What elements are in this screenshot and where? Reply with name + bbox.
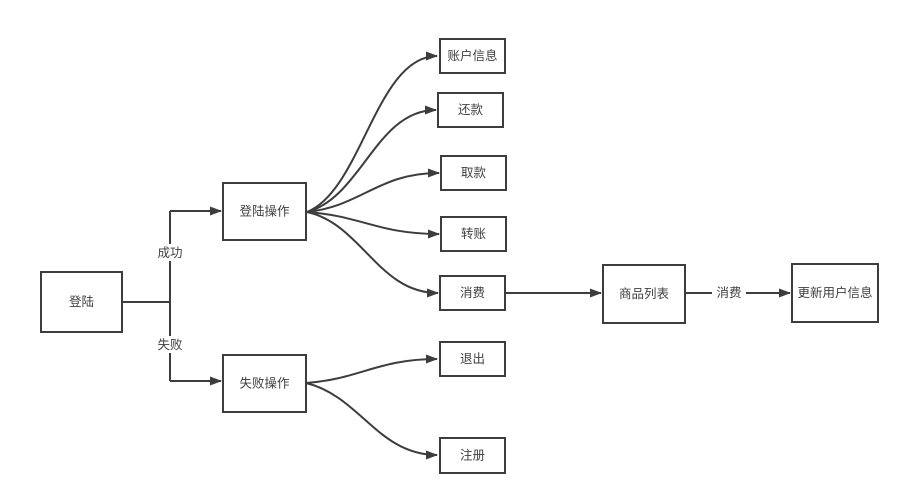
edge-label-fail: 失败	[157, 337, 183, 352]
edge-login-ops-to-transfer	[306, 211, 440, 239]
node-consume-label: 消费	[460, 286, 485, 300]
node-account-info-label: 账户信息	[447, 48, 497, 63]
edge-login-ops-to-account-info	[306, 51, 438, 213]
node-login-operations-label: 登陆操作	[239, 204, 290, 219]
edge-label-consume: 消费	[716, 286, 741, 300]
node-register[interactable]: 注册	[439, 437, 506, 474]
node-account-info-box[interactable]	[439, 38, 506, 74]
node-update-user-info[interactable]: 更新用户信息	[791, 263, 879, 323]
node-login-box[interactable]	[40, 271, 123, 333]
node-update-user-info-label: 更新用户信息	[797, 285, 872, 300]
node-consume-box[interactable]	[439, 275, 506, 311]
node-fail-operations-label: 失败操作	[239, 376, 290, 391]
node-exit-label: 退出	[460, 352, 485, 366]
node-login[interactable]: 登陆	[40, 271, 123, 333]
node-login-label: 登陆	[69, 294, 94, 309]
nodes: 登陆 登陆操作 失败操作 账户信息 还款 取款 转账 消费	[40, 38, 879, 474]
node-product-list-box[interactable]	[602, 264, 686, 324]
node-transfer-box[interactable]	[440, 216, 507, 252]
node-transfer[interactable]: 转账	[440, 216, 507, 252]
node-fail-operations-box[interactable]	[222, 354, 307, 413]
edge-label-success-bg	[153, 244, 187, 261]
edge-login-ops-to-withdraw	[306, 168, 440, 213]
node-transfer-label: 转账	[461, 226, 487, 241]
node-register-box[interactable]	[439, 437, 506, 474]
edge-login-ops-to-repay	[306, 105, 437, 213]
node-exit[interactable]: 退出	[439, 341, 506, 377]
edge-fail-ops-to-exit	[305, 354, 438, 384]
node-login-operations[interactable]: 登陆操作	[222, 182, 307, 241]
node-withdraw[interactable]: 取款	[440, 155, 507, 191]
edge-login-ops-to-consume	[306, 211, 439, 298]
node-register-label: 注册	[460, 448, 485, 463]
edge-labels: 成功 失败 消费	[153, 244, 746, 353]
edge-label-fail-bg	[153, 336, 187, 353]
node-exit-box[interactable]	[439, 341, 506, 377]
node-product-list-label: 商品列表	[619, 286, 670, 301]
edge-fail-ops-to-register	[305, 382, 438, 460]
node-product-list[interactable]: 商品列表	[602, 264, 686, 324]
node-repay-label: 还款	[458, 103, 484, 117]
node-update-user-info-box[interactable]	[791, 263, 879, 323]
edge-label-success: 成功	[157, 246, 182, 260]
node-repay[interactable]: 还款	[437, 92, 504, 128]
node-repay-box[interactable]	[437, 92, 504, 128]
node-fail-operations[interactable]: 失败操作	[222, 354, 307, 413]
node-withdraw-box[interactable]	[440, 155, 507, 191]
node-consume[interactable]: 消费	[439, 275, 506, 311]
node-login-operations-box[interactable]	[222, 182, 307, 241]
node-account-info[interactable]: 账户信息	[439, 38, 506, 74]
node-withdraw-label: 取款	[461, 166, 487, 180]
edge-label-consume-bg	[712, 284, 746, 301]
